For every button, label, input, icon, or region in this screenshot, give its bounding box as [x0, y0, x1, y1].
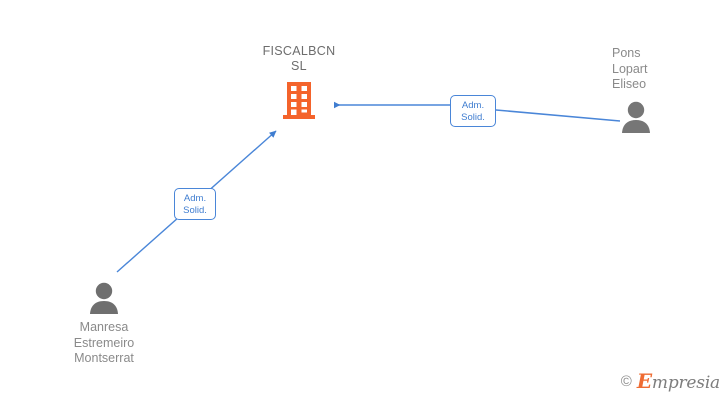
building-icon: [283, 82, 315, 119]
brand-wordmark: Empresia: [637, 371, 720, 392]
person-node-pons-lopart-eliseo[interactable]: Pons Lopart Eliseo: [576, 46, 696, 133]
empresia-logo[interactable]: © Empresia: [621, 371, 720, 392]
company-node[interactable]: FISCALBCN SL: [244, 44, 354, 120]
person-icon: [90, 282, 118, 314]
person-node-manresa-estremeiro-montserrat[interactable]: Manresa Estremeiro Montserrat: [44, 282, 164, 367]
brand-rest: mpresia: [651, 373, 720, 393]
copyright-icon: ©: [620, 373, 632, 390]
relation-label-adm-solid-left[interactable]: Adm. Solid.: [174, 188, 216, 220]
brand-initial: E: [636, 369, 652, 393]
person-name-label: Manresa Estremeiro Montserrat: [73, 320, 135, 365]
company-name-label: FISCALBCN SL: [262, 44, 336, 73]
person-name-label: Pons Lopart Eliseo: [612, 46, 648, 91]
person-icon: [622, 101, 650, 133]
relation-label-adm-solid-right[interactable]: Adm. Solid.: [450, 95, 496, 127]
